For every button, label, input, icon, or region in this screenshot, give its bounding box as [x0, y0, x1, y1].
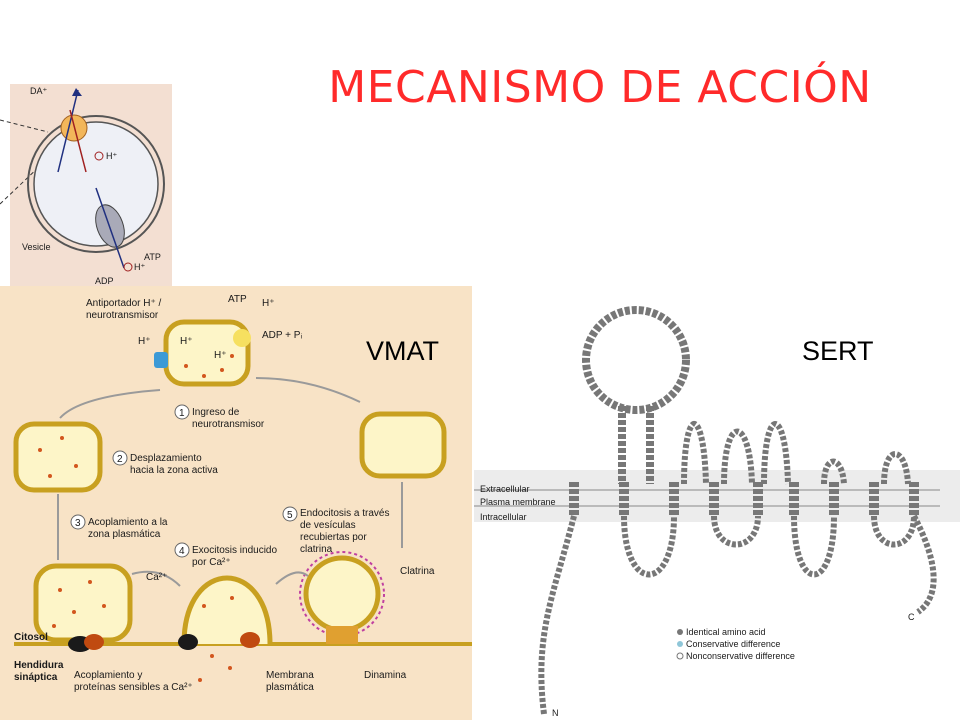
- hendidura-label-b: sináptica: [14, 672, 58, 683]
- step3-text-a: Acoplamiento a la: [88, 517, 168, 528]
- sert-label: SERT: [802, 336, 874, 366]
- h-left-label-1: H⁺: [138, 336, 151, 347]
- atp-cycle-label: ATP: [228, 294, 247, 305]
- vesicle-label: Vesicle: [22, 242, 51, 252]
- step5-text-c: recubiertas por: [300, 532, 367, 543]
- extracellular-label: Extracellular: [480, 484, 530, 494]
- legend-nonconservative: Nonconservative difference: [686, 651, 795, 661]
- h-bottom-label: H⁺: [134, 262, 145, 272]
- antiporter-label: Antiportador H⁺ /: [86, 298, 162, 309]
- h-top-label: H⁺: [106, 151, 117, 161]
- step2-text-a: Desplazamiento: [130, 453, 202, 464]
- step5-number: 5: [287, 510, 293, 521]
- antiporter-label-2: neurotransmisor: [86, 310, 159, 321]
- c-terminus-label: C: [908, 612, 915, 622]
- hendidura-label-a: Hendidura: [14, 660, 64, 671]
- membrana-label-b: plasmática: [266, 682, 314, 693]
- step4-text-b: por Ca²⁺: [192, 557, 231, 568]
- calcium-label: Ca²⁺: [146, 572, 167, 583]
- step3-text-b: zona plasmática: [88, 529, 161, 540]
- vesicle-inset-figure: DA⁺ H⁺ Vesicle ATP H⁺ ADP: [0, 84, 172, 290]
- adp-pi-label: ADP + Pᵢ: [262, 330, 302, 341]
- h-plus-label: H⁺: [262, 298, 275, 309]
- dinamina-label: Dinamina: [364, 670, 407, 681]
- step4-text-a: Exocitosis inducido: [192, 545, 277, 556]
- n-terminus-label: N: [552, 708, 559, 718]
- step1-text-a: Ingreso de: [192, 407, 240, 418]
- step3-number: 3: [75, 518, 81, 529]
- step1-number: 1: [179, 408, 185, 419]
- h-inside-label: H⁺: [214, 350, 227, 361]
- legend-conservative: Conservative difference: [686, 639, 780, 649]
- step2-text-b: hacia la zona activa: [130, 465, 218, 476]
- step1-text-b: neurotransmisor: [192, 419, 265, 430]
- vesicle-cycle-figure: 1 2 3 4 5 Antiportador H⁺ / neurotransmi…: [0, 286, 472, 720]
- da-label: DA⁺: [30, 86, 48, 96]
- intracellular-label: Intracellular: [480, 512, 527, 522]
- legend-identical: Identical amino acid: [686, 627, 766, 637]
- h-left-label-2: H⁺: [180, 336, 193, 347]
- step5-text-a: Endocitosis a través: [300, 508, 390, 519]
- step2-number: 2: [117, 454, 123, 465]
- plasma-membrane-label: Plasma membrane: [480, 497, 556, 507]
- citosol-label: Citosol: [14, 632, 48, 643]
- membrana-label-a: Membrana: [266, 670, 314, 681]
- adp-label: ADP: [95, 276, 114, 286]
- acoplamiento-label-a: Acoplamiento y: [74, 670, 142, 681]
- vmat-label: VMAT: [366, 336, 439, 366]
- page-title: MECANISMO DE ACCIÓN: [328, 62, 872, 113]
- step5-text-d: clatrina: [300, 544, 333, 555]
- step4-number: 4: [179, 546, 185, 557]
- atp-label: ATP: [144, 252, 161, 262]
- step5-text-b: de vesículas: [300, 520, 356, 531]
- clatrina-label: Clatrina: [400, 566, 435, 577]
- acoplamiento-label-b: proteínas sensibles a Ca²⁺: [74, 682, 193, 693]
- sert-topology-figure: Extracellular Plasma membrane Intracellu…: [474, 294, 960, 720]
